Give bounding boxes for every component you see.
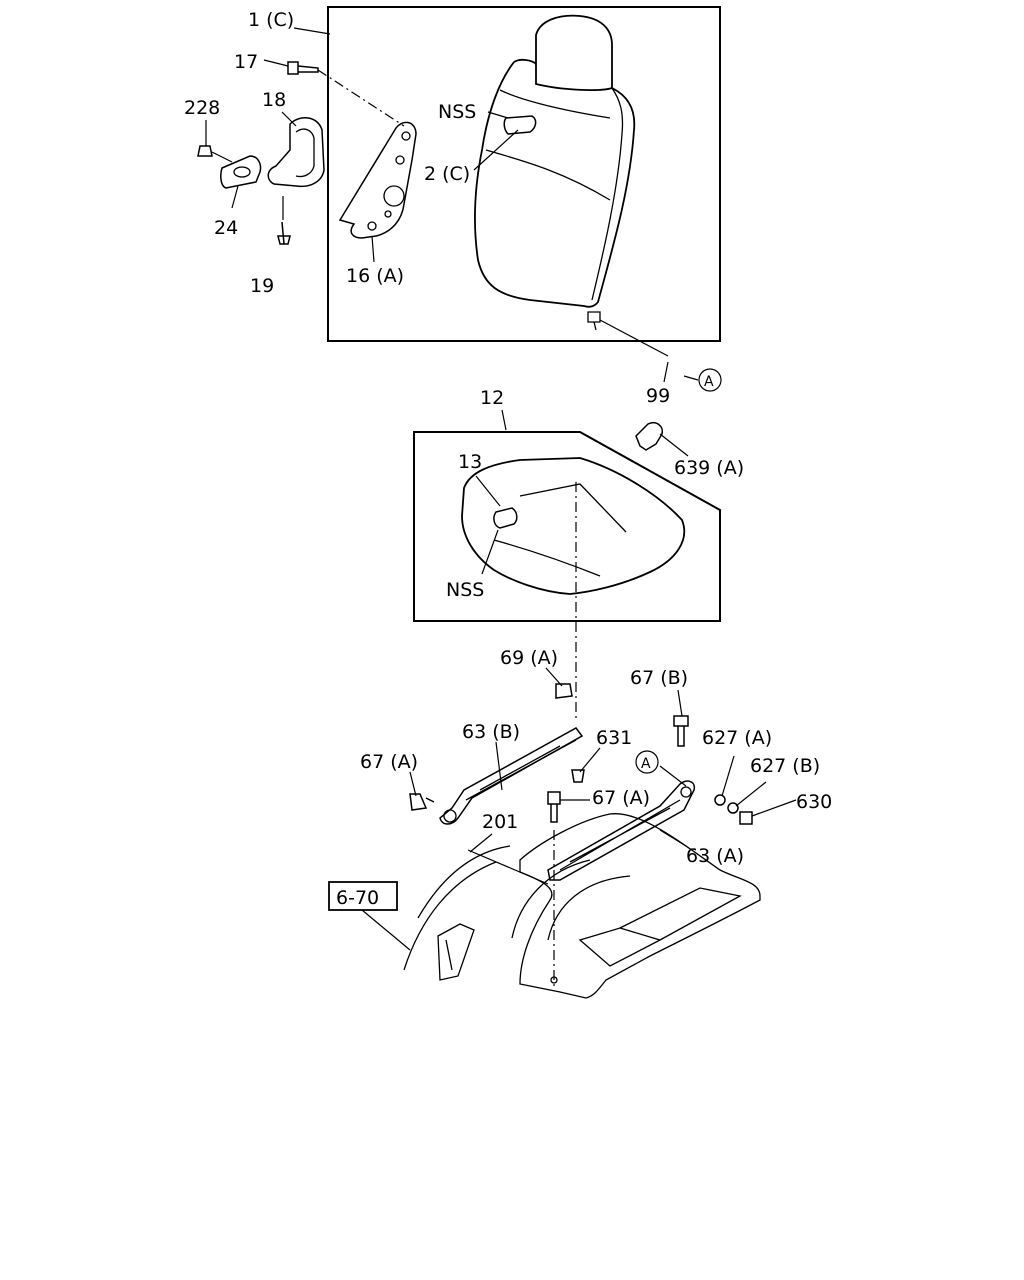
cushion-seam <box>493 483 627 577</box>
callout-24: 24 <box>214 217 238 239</box>
callout-67B: 67 (B) <box>630 667 688 689</box>
callout-6-70: 6-70 <box>336 887 379 909</box>
seatback-bottom-stud <box>587 311 601 331</box>
floor-hole <box>550 976 558 984</box>
seat-rail-63A-detail <box>559 799 681 871</box>
callout-228: 228 <box>184 97 220 119</box>
rail-63A-hole <box>680 786 692 798</box>
callout-18: 18 <box>262 89 286 111</box>
floor-sweep-lines <box>403 845 511 971</box>
floor-panel <box>519 813 761 999</box>
screw-19 <box>277 221 291 245</box>
recliner-hole-1 <box>401 131 411 141</box>
callout-2C: 2 (C) <box>424 163 470 185</box>
floor-tunnel <box>511 859 631 941</box>
callout-67A-left: 67 (A) <box>360 751 418 773</box>
callout-69A: 69 (A) <box>500 647 558 669</box>
callout-627A: 627 (A) <box>702 727 772 749</box>
bolt-67A-left <box>409 793 435 811</box>
seatback-headrest <box>535 14 613 91</box>
screw-228 <box>197 145 213 157</box>
callout-631: 631 <box>596 727 632 749</box>
floor-pillar <box>437 923 475 981</box>
leader-lines <box>205 27 797 951</box>
leader-228-screw <box>211 151 233 163</box>
recliner-mechanism <box>338 121 417 239</box>
marker-A-rail-circle <box>635 750 659 774</box>
recliner-cover-18-inner <box>295 128 315 178</box>
callout-12: 12 <box>480 387 504 409</box>
callout-99: 99 <box>646 385 670 407</box>
recliner-pivot <box>383 185 405 207</box>
seatback-cushion <box>474 58 636 308</box>
seatback-side-panel <box>591 87 624 301</box>
seat-cushion <box>461 457 686 595</box>
seat-rail-63B-detail <box>465 739 577 801</box>
callout-627B: 627 (B) <box>750 755 820 777</box>
callout-16A: 16 (A) <box>346 265 404 287</box>
rail-63B-hole <box>443 809 457 823</box>
bracket-639A <box>635 422 664 451</box>
recliner-knob-24 <box>220 155 262 189</box>
washer-627B <box>727 802 739 814</box>
bolt-17 <box>287 61 319 75</box>
bolt-67B <box>673 715 689 747</box>
recliner-hole-2 <box>395 155 405 165</box>
callout-19: 19 <box>250 275 274 297</box>
callout-17: 17 <box>234 51 258 73</box>
seatback-strap <box>503 115 537 135</box>
nut-630 <box>739 811 753 825</box>
seatback-assembly-frame <box>327 6 721 342</box>
marker-A-rail: A <box>641 756 651 772</box>
floor-crossmember <box>578 887 742 967</box>
recliner-hole-4 <box>384 210 392 218</box>
recliner-cover-18 <box>267 117 325 188</box>
nut-69A <box>555 683 573 699</box>
callout-630: 630 <box>796 791 832 813</box>
washer-627A <box>714 794 726 806</box>
callout-639A: 639 (A) <box>674 457 744 479</box>
recliner-hole-3 <box>367 221 377 231</box>
knob-slot <box>233 166 251 178</box>
marker-A-top-circle <box>698 368 722 392</box>
callout-67A-middle: 67 (A) <box>592 787 650 809</box>
callout-1C: 1 (C) <box>248 9 294 31</box>
callout-63B: 63 (B) <box>462 721 520 743</box>
reference-6-70-box <box>328 881 398 911</box>
callout-201: 201 <box>482 811 518 833</box>
centerline-17 <box>317 69 405 127</box>
seatback-seam <box>485 89 611 201</box>
bolt-631 <box>571 769 585 783</box>
marker-A-top: A <box>704 374 714 390</box>
callout-NSS-top: NSS <box>438 101 476 123</box>
bolt-67A-middle <box>547 791 561 823</box>
callout-13: 13 <box>458 451 482 473</box>
cushion-assembly-frame <box>413 431 721 622</box>
callout-63A: 63 (A) <box>686 845 744 867</box>
callout-NSS-bottom: NSS <box>446 579 484 601</box>
cushion-strap <box>493 507 518 529</box>
